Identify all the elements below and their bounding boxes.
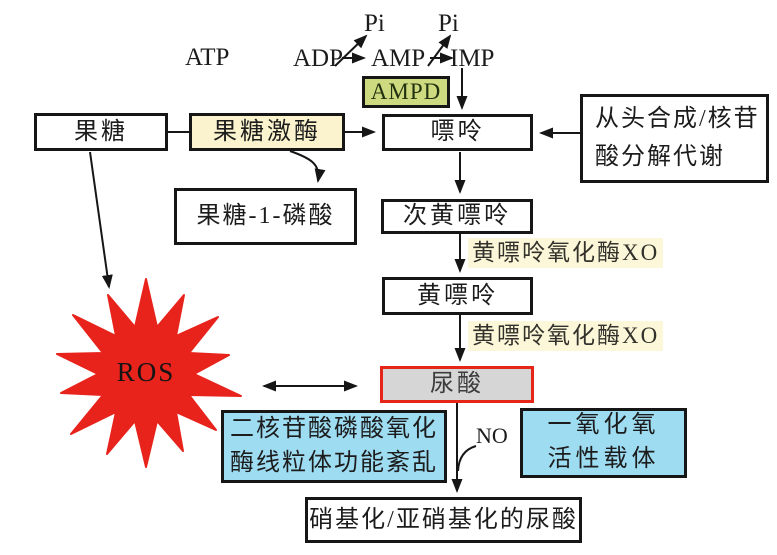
nitrated-uric-acid-box: 硝基化/亚硝基化的尿酸 [305,497,582,543]
ampd-enzyme-box: AMPD [362,76,450,108]
arrow-fructose-to-ros [89,151,113,289]
purine-box: 嘌呤 [382,114,533,151]
pi-right-label: Pi [438,10,459,37]
ros-label: ROS [116,357,176,387]
ros-starburst [56,278,242,468]
nadph-line2: 酶线粒体功能紊乱 [230,449,438,476]
no-active-carrier-box: 一氧化氧 活性载体 [520,408,687,478]
imp-label: IMP [450,45,495,72]
denovo-synthesis-box: 从头合成/核苷 酸分解代谢 [580,94,769,183]
xanthine-oxidase-label-upper: 黄嘌呤氧化酶XO [468,238,664,268]
denovo-line2: 酸分解代谢 [595,143,725,170]
arrow-fructokinase-to-f1p [289,150,326,183]
nadph-oxidase-box: 二核苷酸磷酸氧化 酶线粒体功能紊乱 [221,410,447,483]
pi-left-label: Pi [364,10,385,37]
nadph-line1: 二核苷酸磷酸氧化 [230,415,438,442]
fructose-1-phosphate-box: 果糖-1-磷酸 [174,188,357,245]
arrow-adp-to-pi [334,34,368,67]
fructose-box: 果糖 [34,113,168,151]
uric-acid-box: 尿酸 [380,366,534,403]
amp-label: AMP [371,45,426,72]
denovo-line1: 从头合成/核苷 [595,106,760,133]
atp-label: ATP [185,44,230,71]
carrier-line2: 活性载体 [547,446,660,472]
arrow-amp-to-pi [427,34,452,67]
hypoxanthine-box: 次黄嘌呤 [381,199,533,234]
xanthine-oxidase-label-lower: 黄嘌呤氧化酶XO [468,321,664,351]
curve-no-joins-arrow [457,445,477,472]
adp-label: ADP [293,45,344,72]
fructokinase-box: 果糖激酶 [189,113,345,151]
xanthine-box: 黄嘌呤 [382,277,533,315]
carrier-line1: 一氧化氧 [547,412,660,439]
no-label: NO [476,423,508,448]
